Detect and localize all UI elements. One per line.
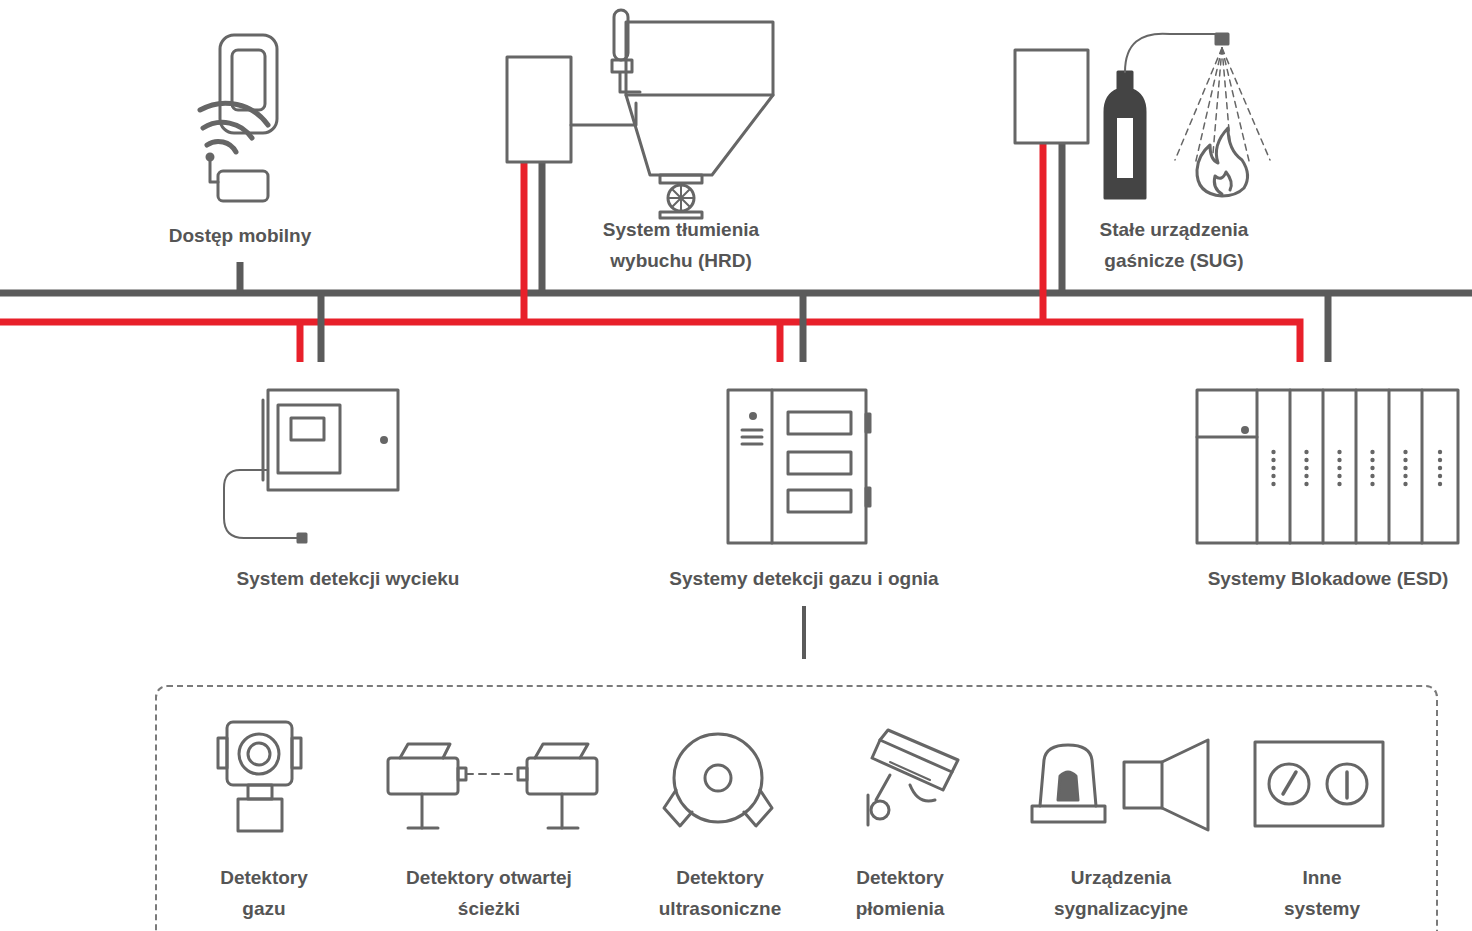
sug-label: Stałe urządzenia gaśnicze (SUG) [1074, 214, 1274, 276]
node-label: Detektory ultrasoniczne [645, 862, 795, 924]
other-systems-icon [1255, 742, 1383, 826]
hrd-label: System tłumienia wybuchu (HRD) [581, 214, 781, 276]
detector-label: Inne systemy [1272, 862, 1372, 924]
open-path-detector-icon [388, 744, 597, 828]
node-label: Inne systemy [1272, 862, 1372, 924]
mobile-access-label: Dostęp mobilny [140, 220, 340, 251]
node-label: Dostęp mobilny [140, 220, 340, 251]
ultrasonic-detector-icon [664, 734, 772, 826]
detector-label: Urządzenia sygnalizacyjne [1036, 862, 1206, 924]
detector-label: Detektory ultrasoniczne [645, 862, 795, 924]
detector-label: Detektory płomienia [835, 862, 965, 924]
detector-group: Detektory gazu Detektory otwartej ścieżki… [155, 685, 1438, 931]
detector-label: Detektory gazu [204, 862, 324, 924]
hrd-icon [507, 10, 773, 218]
node-label: System tłumienia wybuchu (HRD) [581, 214, 781, 276]
node-label: Detektory gazu [204, 862, 324, 924]
node-label: Stałe urządzenia gaśnicze (SUG) [1074, 214, 1274, 276]
gas-detector-icon [218, 722, 301, 831]
sug-icon [1015, 34, 1270, 198]
red-bus [0, 322, 1300, 362]
detector-label: Detektory otwartej ścieżki [384, 862, 594, 924]
esd-label: Systemy Blokadowe (ESD) [1193, 563, 1463, 594]
node-label: Urządzenia sygnalizacyjne [1036, 862, 1206, 924]
gas-fire-label: Systemy detekcji gazu i ognia [644, 563, 964, 594]
node-label: Detektory otwartej ścieżki [384, 862, 594, 924]
leak-cabinet-icon [224, 390, 398, 542]
connector [804, 606, 805, 659]
grey-bus [0, 290, 1472, 297]
flame-detector-icon [868, 730, 958, 825]
node-label: Systemy Blokadowe (ESD) [1193, 563, 1463, 594]
signalling-devices-icon [1032, 740, 1208, 830]
node-label: Detektory płomienia [835, 862, 965, 924]
node-label: System detekcji wycieku [208, 563, 488, 594]
leak-detection-label: System detekcji wycieku [208, 563, 488, 594]
node-label: Systemy detekcji gazu i ognia [644, 563, 964, 594]
gas-fire-cabinet-icon [728, 390, 870, 543]
mobile-icon [200, 35, 277, 201]
bus-drops [240, 143, 1328, 362]
esd-cabinet-icon [1197, 390, 1458, 543]
